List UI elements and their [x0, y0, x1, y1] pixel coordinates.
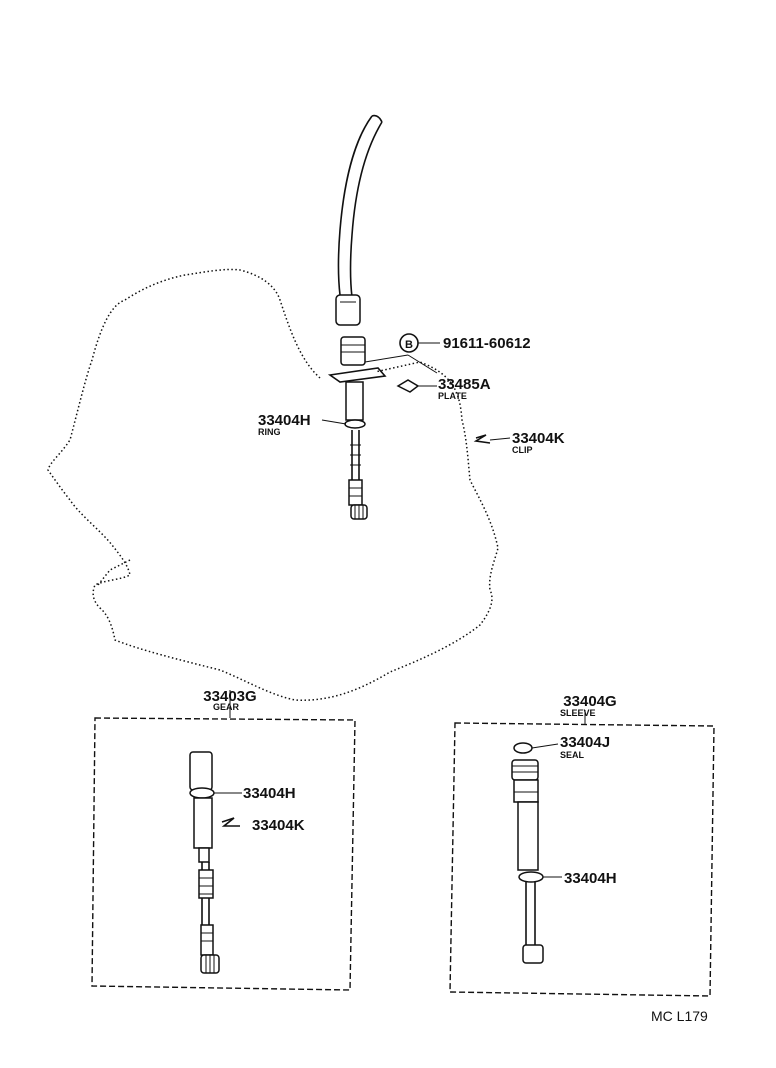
gear-ring-code: 33404H: [243, 785, 296, 802]
leader-lines: [229, 342, 586, 725]
plate-bolt-code: 91611-60612: [443, 335, 531, 352]
sleeve-ring-code: 33404H: [564, 870, 617, 887]
plate-part: [396, 379, 420, 393]
bolt-badge: [399, 333, 419, 353]
clip-part: [473, 434, 491, 444]
gear-assembly-box: 33403G GEAR 33404H 33404K: [91, 688, 356, 991]
gear-assy-name: GEAR: [213, 702, 240, 712]
plate-name: PLATE: [438, 391, 467, 401]
case-ridge: [97, 559, 131, 586]
bolt-badge-letter: B: [405, 339, 413, 351]
clip-name: CLIP: [512, 445, 533, 455]
sleeve-assy-code: 33404G: [563, 693, 616, 710]
seal-name: SEAL: [560, 750, 585, 760]
transmission-case-outline: [47, 268, 499, 701]
figure-code: MC L179: [651, 1008, 708, 1024]
installed-sleeve-gear: [327, 336, 387, 520]
plate-code: 33485A: [438, 376, 491, 393]
gear-clip-code: 33404K: [252, 817, 305, 834]
ring-name: RING: [258, 427, 281, 437]
speedometer-cable: [335, 114, 383, 326]
seal-code: 33404J: [560, 734, 610, 751]
sleeve-assembly-box: 33404G SLEEVE 33404J SEAL 33404H: [449, 693, 715, 997]
clip-code: 33404K: [512, 430, 565, 447]
installed-ring: [344, 419, 366, 429]
sleeve-assy-name: SLEEVE: [560, 708, 596, 718]
gear-assy-code: 33403G: [203, 688, 256, 705]
ring-code: 33404H: [258, 412, 311, 429]
